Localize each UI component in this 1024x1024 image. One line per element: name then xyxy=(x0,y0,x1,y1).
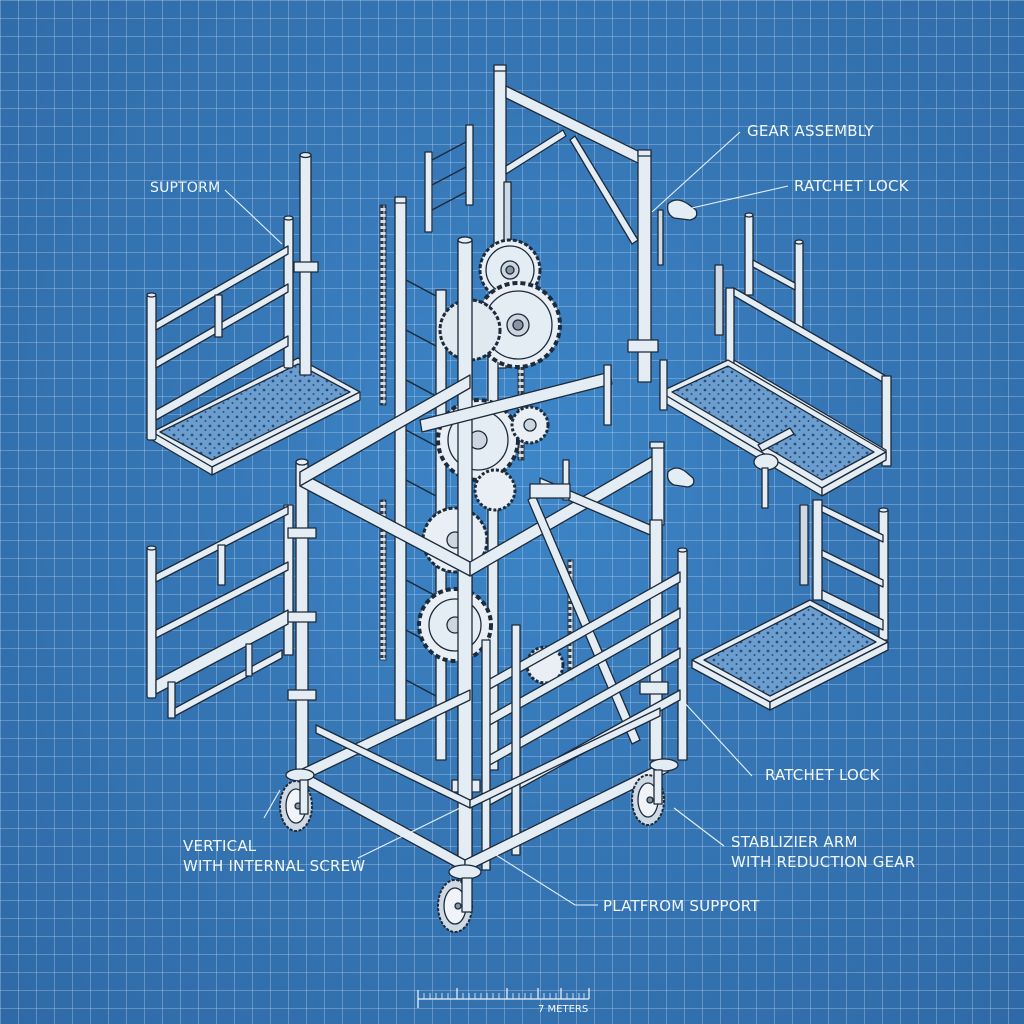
label-vertical-screw: VERTICAL WITH INTERNAL SCREW xyxy=(183,836,365,876)
upper-left-platform xyxy=(146,151,361,476)
mid-frame xyxy=(299,364,665,745)
label-gear-assembly: GEAR ASSEMBLY xyxy=(747,122,874,140)
leader-lines xyxy=(224,131,789,906)
label-vertical-line1: VERTICAL xyxy=(183,837,257,855)
caster-wheel-front xyxy=(437,864,482,933)
lower-right-platform xyxy=(691,499,889,711)
scale-bar xyxy=(417,988,590,1008)
label-suptorm: SUPTORM xyxy=(150,180,221,196)
upper-ladder xyxy=(424,124,474,233)
label-ratchet-lock-top: RATCHET LOCK xyxy=(794,177,909,195)
front-right-guardrail xyxy=(481,519,688,871)
gear-train xyxy=(417,238,565,685)
ratchet-lock-mid-part xyxy=(666,467,695,488)
caster-wheel-right xyxy=(631,758,679,826)
label-ratchet-lock-bottom: RATCHET LOCK xyxy=(765,766,880,784)
upper-right-platform xyxy=(659,212,892,509)
label-stabilizer-line1: STABLIZIER ARM xyxy=(731,833,858,851)
scale-bar-label: 7 METERS xyxy=(538,1004,589,1015)
caster-wheel-left xyxy=(279,768,315,832)
label-stabilizer-arm: STABLIZIER ARM WITH REDUCTION GEAR xyxy=(731,832,915,872)
label-vertical-line2: WITH INTERNAL SCREW xyxy=(183,857,366,875)
left-guardrail-panel xyxy=(146,504,294,719)
ratchet-lock-top-part xyxy=(657,199,698,266)
label-stabilizer-line2: WITH REDUCTION GEAR xyxy=(731,853,916,871)
label-platform-support: PLATFROM SUPPORT xyxy=(603,897,760,915)
